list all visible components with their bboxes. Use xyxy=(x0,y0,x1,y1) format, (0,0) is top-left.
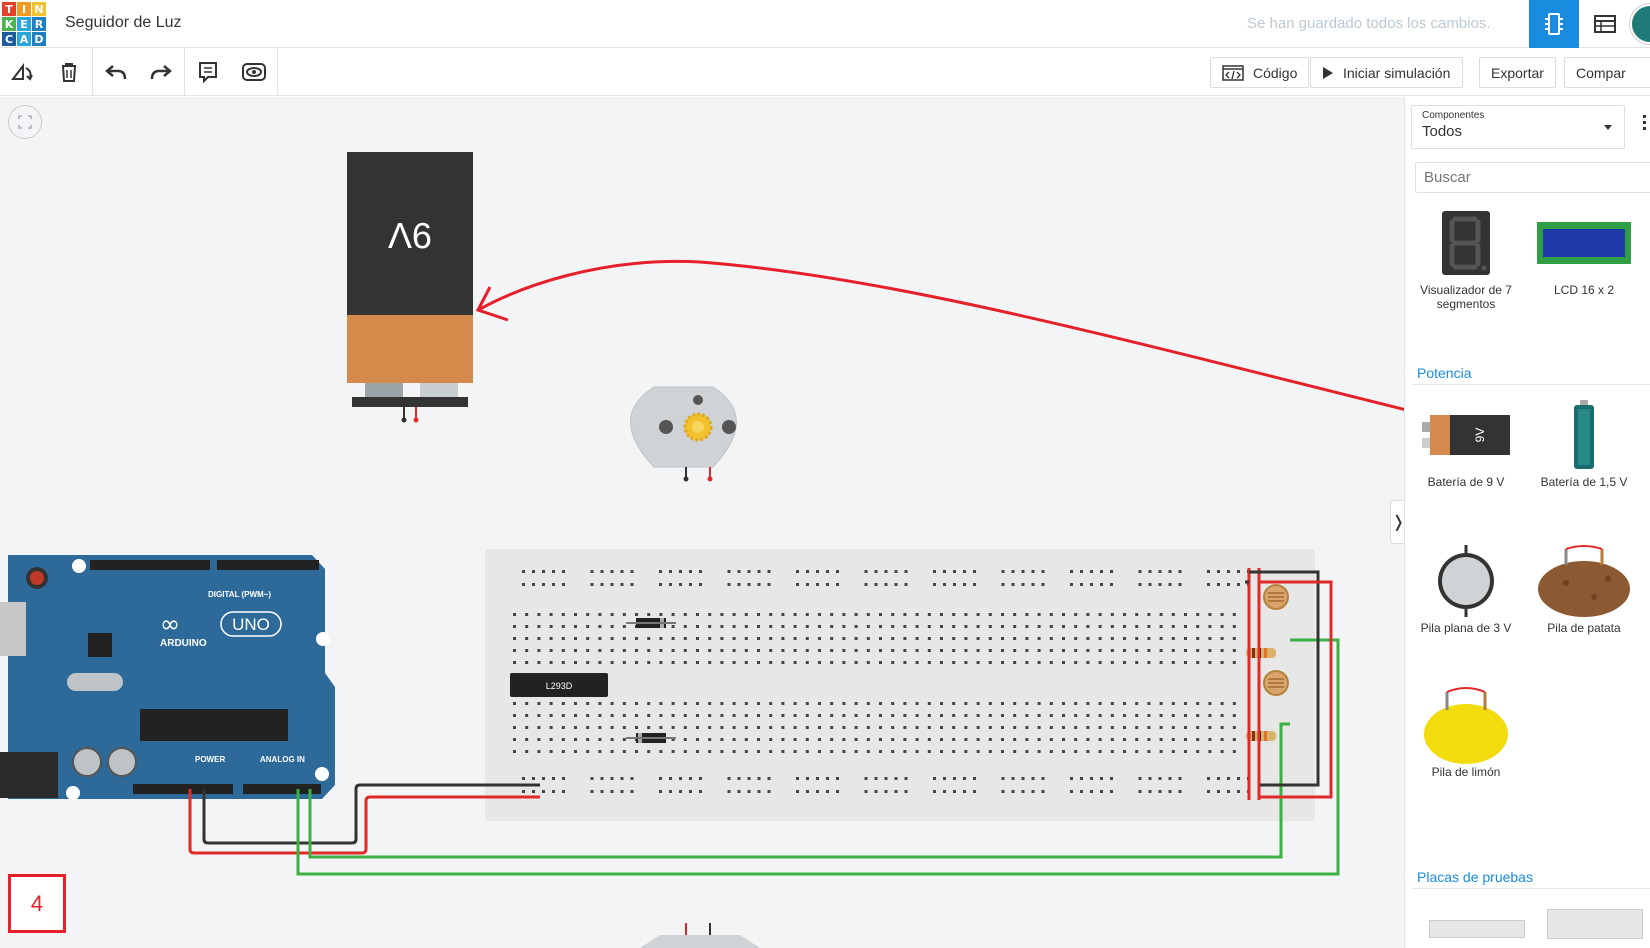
lemon-icon xyxy=(1424,687,1508,764)
arduino-digital-label: DIGITAL (PWM~) xyxy=(208,590,271,599)
save-status: Se han guardado todos los cambios. xyxy=(1247,15,1491,32)
start-simulation-button[interactable]: Iniciar simulación xyxy=(1310,57,1464,88)
dc-motor-component[interactable] xyxy=(630,386,737,482)
export-label: Exportar xyxy=(1491,64,1544,81)
logo-letter: T xyxy=(2,2,16,16)
logo-letter: I xyxy=(17,2,31,16)
arduino-uno-component[interactable]: ∞ ARDUINO UNO DIGITAL (PWM~) POWER ANALO… xyxy=(0,555,335,800)
component-item-breadboard-large[interactable] xyxy=(1547,909,1643,939)
battery-aa-icon xyxy=(1574,400,1594,469)
more-options-icon[interactable] xyxy=(1643,115,1647,131)
trash-icon xyxy=(62,63,76,82)
component-item-9v-battery[interactable]: 9V Batería de 9 V xyxy=(1407,397,1525,489)
arduino-analog-label: ANALOG IN xyxy=(260,755,305,764)
chevron-right-icon: ❭ xyxy=(1391,514,1406,531)
code-button[interactable]: Código xyxy=(1210,57,1310,88)
visibility-button[interactable] xyxy=(231,48,277,96)
component-item-label: Visualizador de 7 segmentos xyxy=(1420,283,1512,311)
battery-9v-component[interactable]: 9V xyxy=(347,152,473,423)
arduino-power-label: POWER xyxy=(195,755,225,764)
step-number-annotation: 4 xyxy=(8,874,66,933)
component-item-coin-cell[interactable]: Pila plana de 3 V xyxy=(1407,543,1525,635)
rotate-button[interactable] xyxy=(0,48,46,96)
redo-button[interactable] xyxy=(138,48,184,96)
component-item-lcd[interactable]: LCD 16 x 2 xyxy=(1525,205,1643,297)
logo-letter: R xyxy=(32,17,46,31)
breadboard-component[interactable]: L293D xyxy=(485,549,1315,821)
potato-icon xyxy=(1538,545,1630,617)
coin-cell-icon xyxy=(1438,545,1494,617)
component-item-label: Batería de 1,5 V xyxy=(1540,475,1628,489)
circuit-diagram: 9V L293D xyxy=(0,152,1404,948)
delete-button[interactable] xyxy=(46,48,92,96)
components-dropdown-caption: Componentes xyxy=(1422,110,1485,121)
component-item-7-segment[interactable]: Visualizador de 7 segmentos xyxy=(1407,205,1525,311)
notes-button[interactable] xyxy=(185,48,231,96)
arduino-brand-label: ARDUINO xyxy=(160,638,207,649)
components-panel: Componentes Todos Visualizador de 7 segm… xyxy=(1404,97,1650,948)
battery-9v-icon: 9V xyxy=(1422,415,1510,455)
schematic-list-button[interactable] xyxy=(1580,0,1630,48)
circuit-wires[interactable] xyxy=(188,568,1340,876)
section-breadboards-title[interactable]: Placas de pruebas xyxy=(1417,869,1533,885)
seven-segment-icon xyxy=(1442,211,1490,275)
component-item-label: Batería de 9 V xyxy=(1427,475,1505,489)
breadboard-icon xyxy=(1545,13,1563,35)
panel-collapse-button[interactable]: ❭ xyxy=(1390,500,1406,544)
chevron-down-icon xyxy=(1604,125,1612,130)
start-simulation-label: Iniciar simulación xyxy=(1343,64,1451,81)
redo-icon xyxy=(150,65,172,80)
logo-letter: K xyxy=(2,17,16,31)
component-item-potato[interactable]: Pila de patata xyxy=(1525,543,1643,635)
rotate-icon xyxy=(11,63,33,81)
eye-icon xyxy=(242,63,266,81)
fit-view-icon xyxy=(18,115,32,129)
design-title[interactable]: Seguidor de Luz xyxy=(65,14,182,31)
chip-label: L293D xyxy=(546,681,573,691)
logo-letter: E xyxy=(17,17,31,31)
tinkercad-logo[interactable]: T I N K E R C A D xyxy=(0,0,46,46)
component-item-label: Pila de limón xyxy=(1431,765,1501,779)
component-search-input[interactable] xyxy=(1415,162,1650,193)
l293d-chip[interactable] xyxy=(510,673,608,697)
components-dropdown[interactable]: Componentes Todos xyxy=(1411,105,1625,149)
section-power-title[interactable]: Potencia xyxy=(1417,365,1472,381)
table-list-icon xyxy=(1594,15,1616,33)
workplane-canvas[interactable]: 9V L293D xyxy=(0,97,1404,948)
component-item-label: Pila plana de 3 V xyxy=(1420,621,1512,635)
arduino-model-label: UNO xyxy=(232,615,270,634)
share-label: Compar xyxy=(1576,64,1626,81)
step-number-text: 4 xyxy=(30,890,44,916)
svg-text:9V: 9V xyxy=(1473,428,1487,443)
toolbar: Código Iniciar simulación Exportar Compa… xyxy=(0,48,1650,96)
logo-letter: N xyxy=(32,2,46,16)
top-bar: T I N K E R C A D Seguidor de Luz Se han… xyxy=(0,0,1650,48)
play-icon xyxy=(1323,66,1333,79)
svg-text:∞: ∞ xyxy=(160,610,180,638)
battery-label: 9V xyxy=(388,215,432,256)
fit-view-button[interactable] xyxy=(8,105,42,139)
circuit-view-button[interactable] xyxy=(1529,0,1579,48)
lcd-icon xyxy=(1537,222,1631,264)
dc-motor-component[interactable] xyxy=(640,923,760,948)
code-button-label: Código xyxy=(1253,64,1298,81)
logo-letter: D xyxy=(32,32,46,46)
breadboard-holes xyxy=(513,570,1250,793)
component-item-label: LCD 16 x 2 xyxy=(1553,283,1615,297)
note-icon xyxy=(199,62,217,83)
component-item-breadboard-small[interactable] xyxy=(1429,920,1525,938)
component-item-1-5v-battery[interactable]: Batería de 1,5 V xyxy=(1525,397,1643,489)
share-button[interactable]: Compar xyxy=(1564,57,1650,88)
user-avatar[interactable] xyxy=(1630,4,1650,44)
logo-letter: A xyxy=(17,32,31,46)
undo-button[interactable] xyxy=(93,48,139,96)
undo-icon xyxy=(105,65,127,80)
export-button[interactable]: Exportar xyxy=(1479,57,1556,88)
annotation-arrow xyxy=(475,259,1404,411)
components-dropdown-value: Todos xyxy=(1422,123,1463,140)
component-item-lemon[interactable]: Pila de limón xyxy=(1407,687,1525,779)
component-item-label: Pila de patata xyxy=(1547,621,1621,635)
logo-letter: C xyxy=(2,32,16,46)
code-editor-icon xyxy=(1222,64,1244,81)
